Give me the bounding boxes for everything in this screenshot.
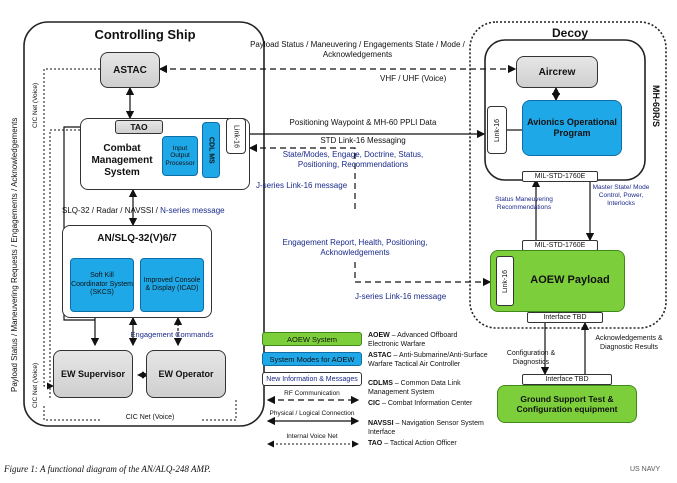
legend-system-modes: System Modes for AOEW [262, 352, 362, 366]
acronym-term: TAO [368, 440, 383, 447]
jseries-label-1: J-series Link-16 message [256, 181, 348, 190]
astac-box: ASTAC [100, 52, 160, 88]
legend-voice: Internal Voice Net [286, 433, 338, 440]
slq-message-prefix: SLQ-32 / Radar / NAVSSI / [62, 206, 158, 215]
ship-link16-label: Link-16 [232, 124, 240, 148]
jseries-label-2: J-series Link-16 message [355, 292, 447, 301]
acronym-def: – Advanced Offboard Electronic Warfare [368, 332, 458, 348]
status-maneuvering-label: Status Maneuvering Recommendations [495, 196, 553, 211]
decoy-title: Decoy [551, 26, 589, 40]
vhf-uhf-label: VHF / UHF (Voice) [380, 74, 447, 83]
acronym-term: ASTAC [368, 352, 392, 359]
image-credit: US NAVY [630, 466, 661, 473]
acronym-astac: ASTAC – Anti-Submarine/Anti-Surface Warf… [368, 352, 488, 369]
acronym-term: CIC [368, 400, 381, 407]
ack-diag-label: Acknowledgements & Diagnostic Results [595, 335, 663, 351]
controlling-ship-outline [23, 21, 265, 427]
tao-box: TAO [115, 120, 163, 134]
decoy-link16-label: Link-16 [493, 118, 501, 142]
avionics-box: Avionics Operational Program [522, 100, 622, 156]
cic-net-voice-label-3: CIC Net (Voice) [100, 412, 200, 422]
cms-label: Combat Management System [91, 143, 153, 178]
ship-side-label: Payload Status / Maneuvering Requests / … [10, 117, 19, 393]
master-state-label: Master State/ Mode Control, Power, Inter… [592, 184, 650, 207]
icad-box: Improved Console & Display (ICAD) [140, 258, 204, 312]
acronym-aoew: AOEW – Advanced Offboard Electronic Warf… [368, 332, 488, 349]
cic-net-voice-label-1: CIC Net (Voice) [32, 82, 39, 128]
io-processor-box: Input Output Processor [162, 136, 198, 176]
figure-caption: Figure 1: A functional diagram of the AN… [4, 464, 211, 474]
slq32-title: AN/SLQ-32(V)6/7 [97, 232, 177, 244]
mil-std-1760e-top: MIL-STD-1760E [522, 171, 598, 182]
acronym-navssi: NAVSSI – Navigation Sensor System Interf… [368, 420, 488, 437]
acronym-def: – Navigation Sensor System Interface [368, 420, 484, 436]
gse-interface-tbd: Interface TBD [522, 374, 612, 385]
skcs-box: Soft Kill Coordinator System (SKCS) [70, 258, 134, 312]
cdl-ms-box: CDL MS [202, 122, 220, 178]
slq-message-suffix: N-series message [160, 206, 225, 215]
positioning-label: Positioning Waypoint & MH-60 PPLI Data [289, 118, 437, 127]
legend-physical: Physical / Logical Connection [269, 410, 355, 417]
ship-link16-box: Link-16 [226, 118, 246, 154]
ew-supervisor-box: EW Supervisor [53, 350, 133, 398]
decoy-outline [469, 21, 667, 329]
ew-operator-box: EW Operator [146, 350, 226, 398]
cdl-ms-label: CDL MS [207, 136, 215, 164]
acronym-cdlms: CDLMS – Common Data Link Management Syst… [368, 380, 488, 397]
payload-status-message: Payload Status / Maneuvering / Engagemen… [250, 40, 465, 59]
aoew-link16-label: Link-16 [501, 269, 509, 293]
legend-aoew-system: AOEW System [262, 332, 362, 346]
acronym-term: CDLMS [368, 380, 393, 387]
state-modes-label: State/Modes, Engage, Doctrine, Status, P… [282, 150, 424, 169]
acronym-cic: CIC – Combat Information Center [368, 400, 488, 409]
aoew-payload-label: AOEW Payload [530, 274, 610, 286]
aoew-link16-box: Link-16 [496, 256, 514, 306]
slq-message-label: SLQ-32 / Radar / NAVSSI / N-series messa… [62, 206, 262, 215]
acronym-def: – Common Data Link Management System [368, 380, 461, 396]
acronym-def: – Tactical Action Officer [384, 440, 457, 447]
aircrew-box: Aircrew [516, 56, 598, 88]
engagement-report-label: Engagement Report, Health, Positioning, … [282, 238, 428, 257]
config-diag-label: Configuration & Diagnostics [506, 350, 556, 366]
acronym-term: AOEW [368, 332, 390, 339]
acronym-def: – Anti-Submarine/Anti-Surface Warfare Ta… [368, 352, 488, 368]
cic-net-voice-label-2: CIC Net (Voice) [32, 362, 39, 408]
acronym-term: NAVSSI [368, 420, 394, 427]
decoy-link16-box: Link-16 [487, 106, 507, 154]
mh60-label: MH-60R/S [651, 85, 661, 128]
acronym-def: – Combat Information Center [382, 400, 473, 407]
gse-box: Ground Support Test & Configuration equi… [497, 385, 637, 423]
engagement-commands-label: Engagement Commands [130, 330, 214, 339]
legend-new-info: New Information & Messages [262, 372, 362, 386]
acronym-tao: TAO – Tactical Action Officer [368, 440, 488, 449]
aoew-interface-tbd: Interface TBD [527, 312, 603, 323]
controlling-ship-title: Controlling Ship [94, 26, 196, 42]
legend-rf: RF Communication [284, 390, 340, 397]
std-link16-label: STD Link-16 Messaging [320, 136, 406, 145]
